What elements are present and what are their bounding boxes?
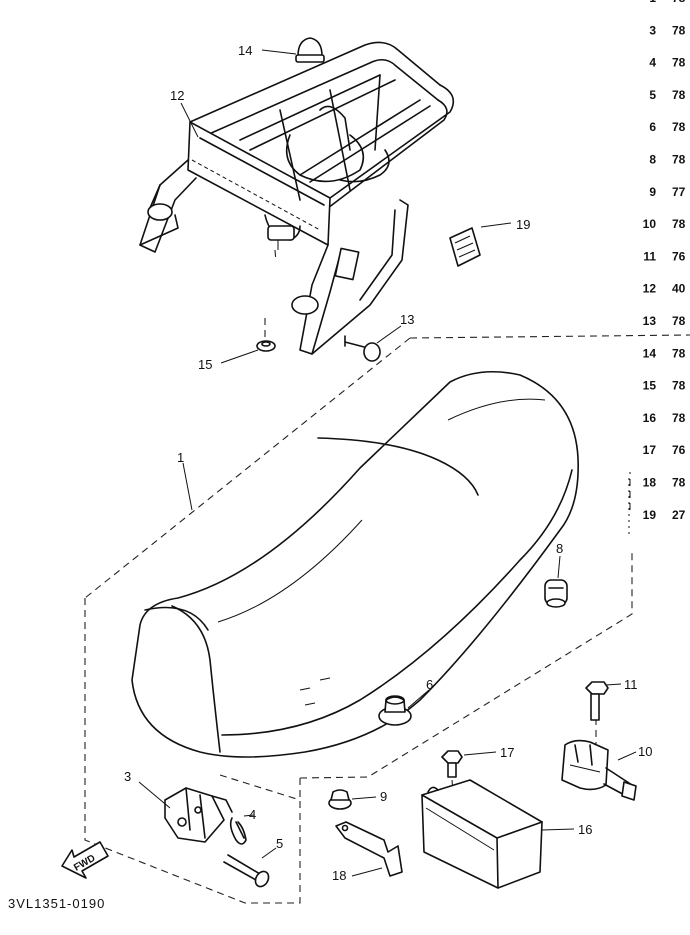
table-row-code: 78 — [672, 314, 686, 328]
stay-bracket-part-18 — [335, 821, 403, 877]
carrier-rack-part-12 — [139, 41, 455, 355]
callout-8: 8 — [556, 541, 563, 556]
table-row-number: 18 — [643, 476, 657, 490]
cap-nut-part-14 — [295, 37, 325, 63]
table-row-code: 78 — [672, 120, 686, 134]
damper-part-8 — [544, 579, 568, 608]
washer-part-15 — [256, 340, 276, 352]
callout-17: 17 — [500, 745, 514, 760]
table-row-number: 9 — [649, 185, 656, 199]
table-row-code: 77 — [672, 185, 686, 199]
table-row-code: 78 — [672, 23, 686, 37]
tray-case-part-16 — [421, 779, 543, 889]
table-row-code: 78 — [672, 346, 686, 360]
callout-5: 5 — [276, 836, 283, 851]
label-plate-part-19 — [449, 227, 481, 267]
table-row-number: 1 — [649, 0, 656, 5]
table-row-code: 76 — [672, 249, 686, 263]
table-row-code: 27 — [672, 508, 686, 522]
parts-reference-table: 1 78 3 78 4 78 5 78 6 78 8 78 9 77 10 78 11 76 12 40 13 78 14 7… — [643, 0, 686, 522]
callout-14: 14 — [238, 43, 252, 58]
callout-1: 1 — [177, 450, 184, 465]
callout-19: 19 — [516, 217, 530, 232]
bolt-part-11 — [585, 681, 609, 721]
clip-part-4 — [229, 817, 247, 845]
callout-15: 15 — [198, 357, 212, 372]
callout-11: 11 — [624, 677, 638, 692]
callout-18: 18 — [332, 868, 346, 883]
table-row-code: 40 — [672, 282, 686, 296]
table-row-number: 3 — [649, 23, 656, 37]
bolt-part-13 — [344, 335, 381, 362]
callout-10: 10 — [638, 744, 652, 759]
table-row-code: 78 — [672, 88, 686, 102]
table-row-code: 78 — [672, 153, 686, 167]
bolt-part-17 — [441, 750, 463, 778]
table-row-number: 5 — [649, 88, 656, 102]
callout-13: 13 — [400, 312, 414, 327]
pin-part-5 — [223, 854, 270, 888]
callout-6: 6 — [426, 677, 433, 692]
callout-numbers: 14 12 19 13 15 1 8 6 11 10 3 17 9 4 16 5… — [124, 43, 652, 883]
callout-9: 9 — [380, 789, 387, 804]
damper-part-9 — [328, 789, 352, 810]
table-row-number: 19 — [643, 508, 657, 522]
table-row-code: 78 — [672, 379, 686, 393]
table-row-code: 78 — [672, 0, 686, 5]
callout-12: 12 — [170, 88, 184, 103]
table-row-number: 10 — [643, 217, 657, 231]
table-row-number: 11 — [643, 249, 656, 263]
table-row-number: 15 — [643, 379, 657, 393]
table-row-number: 17 — [643, 443, 657, 457]
table-row-number: 13 — [643, 314, 657, 328]
seat-part-1 — [131, 370, 579, 758]
table-row-code: 78 — [672, 217, 686, 231]
hinge-bracket-part-3 — [164, 787, 233, 843]
forward-direction-arrow: FWD — [61, 841, 109, 879]
diagram-code: 3VL1351-0190 — [8, 896, 105, 911]
callout-4: 4 — [249, 807, 256, 822]
callout-16: 16 — [578, 822, 592, 837]
table-row-number: 16 — [643, 411, 657, 425]
table-row-code: 78 — [672, 56, 686, 70]
table-row-code: 78 — [672, 476, 686, 490]
table-row-number: 8 — [649, 153, 656, 167]
callout-3: 3 — [124, 769, 131, 784]
damper-part-6 — [378, 695, 412, 726]
callout-leader-lines — [138, 49, 637, 877]
table-row-code: 78 — [672, 411, 686, 425]
table-row-number: 6 — [649, 120, 656, 134]
seat-lock-part-10 — [561, 739, 637, 801]
table-row-number: 4 — [649, 56, 656, 70]
table-row-code: 76 — [672, 443, 686, 457]
table-row-number: 14 — [643, 346, 657, 360]
table-row-number: 12 — [643, 282, 657, 296]
